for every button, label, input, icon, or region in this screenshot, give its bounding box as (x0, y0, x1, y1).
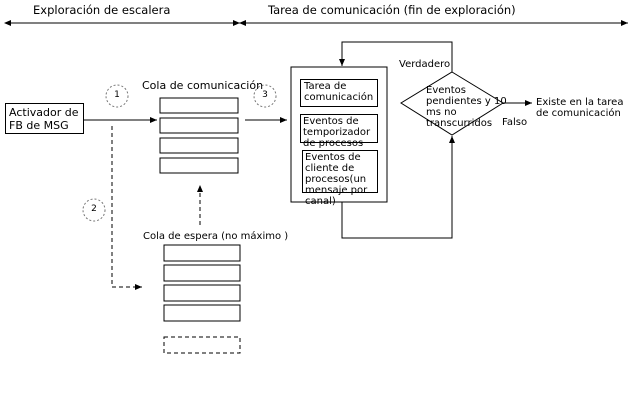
wait-queue-cell (163, 244, 241, 262)
true-label: Verdadero (399, 59, 451, 70)
arrow-activator-to-wait-queue (111, 126, 142, 290)
wait-queue-cell (163, 284, 241, 302)
comm-queue-cell (159, 137, 239, 154)
task-item-client-events: Eventos de cliente de procesos(un mensaj… (302, 150, 378, 207)
activator-box: Activador de FB de MSG (5, 103, 84, 134)
step-circle-3 (253, 84, 277, 108)
loop-return-bottom (341, 136, 455, 239)
step-number-1: 1 (114, 90, 120, 100)
task-item-timer-events: Eventos de temporizador de procesos (300, 114, 378, 149)
decision-diamond (400, 71, 504, 136)
wait-queue-label: Cola de espera (no máximo ) (143, 231, 289, 242)
false-label: Falso (502, 117, 528, 128)
wait-queue-cell-overflow (163, 336, 241, 354)
activator-label: Activador de FB de MSG (9, 106, 79, 132)
step-number-2: 2 (91, 204, 97, 214)
wait-queue-cell (163, 264, 241, 282)
step-circle-2 (82, 198, 106, 222)
loop-true-path (339, 41, 453, 72)
comm-queue-cell (159, 157, 239, 174)
header-ladder-scan: Exploración de escalera (33, 3, 171, 17)
task-item-comm-task: Tarea de comunicación (300, 79, 378, 107)
comm-queue-label: Cola de comunicación (142, 79, 264, 92)
exit-label: Existe en la tarea de comunicación (536, 97, 624, 119)
wait-queue-cell (163, 304, 241, 322)
comm-queue-cell (159, 117, 239, 134)
header-comm-task: Tarea de comunicación (fin de exploració… (268, 3, 516, 17)
step-circle-1 (105, 84, 129, 108)
step-number-3: 3 (262, 90, 268, 100)
decision-label: Eventos pendientes y 10 ms no transcurri… (426, 85, 507, 129)
comm-queue-cell (159, 97, 239, 114)
